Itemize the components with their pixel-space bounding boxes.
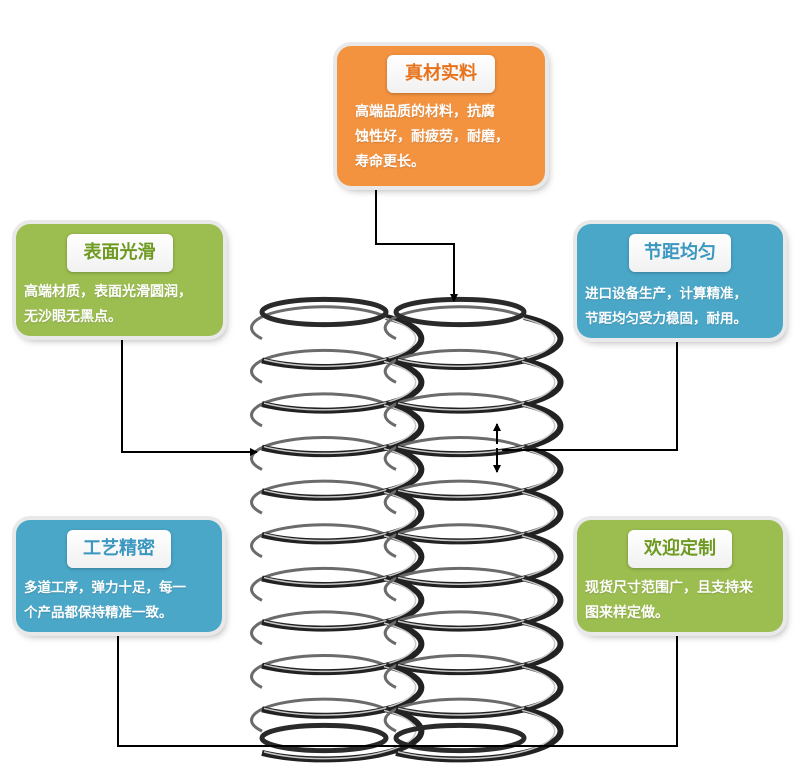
spring-coil-back <box>383 305 525 341</box>
feature-card-custom: 欢迎定制 现货尺寸范围广，且支持来 图来样定做。 <box>577 520 783 632</box>
connector-right1 <box>502 339 678 451</box>
spring-coil-back <box>250 697 387 733</box>
spring-coil-back <box>383 392 525 428</box>
spring-coil-back <box>383 566 525 602</box>
spring-coil-highlight <box>263 404 417 455</box>
card-title-craft: 工艺精密 <box>67 530 171 568</box>
feature-card-pitch: 节距均匀 进口设备生产，计算精准， 节距均匀受力稳固，耐用。 <box>577 224 783 338</box>
card-text-surface: 高端材质，表面光滑圆润， 无沙眼无黑点。 <box>24 280 220 330</box>
spring-coil-highlight <box>397 535 556 585</box>
card-text-line: 寿命更长。 <box>355 154 425 170</box>
spring-coil-back <box>250 479 387 515</box>
spring-end-ring <box>393 722 527 754</box>
card-text-line: 高端材质，表面光滑圆润， <box>24 284 192 300</box>
spring-coil-back <box>383 654 525 689</box>
spring-coil-highlight <box>397 709 556 760</box>
spring-coil-highlight <box>397 578 556 629</box>
spring-coil-back <box>250 348 387 384</box>
card-title-custom: 欢迎定制 <box>628 530 732 568</box>
card-text-line: 节距均匀受力稳固，耐用。 <box>585 311 747 327</box>
card-text-pitch: 进口设备生产，计算精准， 节距均匀受力稳固，耐用。 <box>585 282 781 332</box>
spring-coil-back <box>383 348 525 384</box>
spring-coil-back <box>250 610 387 646</box>
spring-coil-highlight <box>263 578 417 629</box>
spring-coil-back <box>250 392 387 428</box>
feature-card-surface: 表面光滑 高端材质，表面光滑圆润， 无沙眼无黑点。 <box>16 224 223 336</box>
connector-left1 <box>121 337 258 456</box>
spring-coil-back <box>250 436 387 471</box>
spring-coil-highlight <box>263 709 417 760</box>
spring-coil-highlight <box>397 665 556 716</box>
spring-coil-highlight <box>397 447 556 498</box>
card-text-craft: 多道工序，弹力十足，每一 个产品都保持精准一致。 <box>24 576 220 626</box>
feature-card-material: 真材实料 高端品质的材料，抗腐 蚀性好，耐疲劳，耐磨， 寿命更长。 <box>337 46 545 186</box>
spring-coil-back <box>250 305 387 341</box>
spring-coil-highlight <box>263 665 417 716</box>
spring-coil-highlight <box>397 317 556 367</box>
card-text-line: 高端品质的材料，抗腐 <box>355 104 495 120</box>
spring-coil-back <box>383 610 525 646</box>
spring-coil-back <box>383 479 525 515</box>
spring-coil-highlight <box>263 317 417 367</box>
card-title-material: 真材实料 <box>387 55 495 93</box>
card-text-line: 进口设备生产，计算精准， <box>585 286 747 302</box>
spring-coil-highlight <box>397 404 556 455</box>
spring-end-ring <box>259 722 389 754</box>
spring-end-ring <box>393 296 527 328</box>
card-title-surface: 表面光滑 <box>66 234 173 272</box>
spring-coil-back <box>383 436 525 471</box>
spring-coil-highlight <box>263 360 417 411</box>
card-text-custom: 现货尺寸范围广，且支持来 图来样定做。 <box>585 576 781 626</box>
card-text-line: 蚀性好，耐疲劳，耐磨， <box>355 129 509 145</box>
spring-end-ring <box>259 296 389 328</box>
spring-coil-highlight <box>263 447 417 498</box>
spring-coil-highlight <box>397 491 556 542</box>
card-text-line: 图来样定做。 <box>585 605 669 621</box>
spring-coil-back <box>250 523 387 559</box>
spring-coil-highlight <box>397 622 556 673</box>
spring-coil-back <box>250 566 387 602</box>
card-text-line: 无沙眼无黑点。 <box>24 309 122 325</box>
spring-right <box>383 296 564 763</box>
spring-coil-highlight <box>263 622 417 673</box>
spring-coil-highlight <box>397 360 556 411</box>
card-text-material: 高端品质的材料，抗腐 蚀性好，耐疲劳，耐磨， 寿命更长。 <box>355 100 535 175</box>
spring-coil-highlight <box>263 491 417 542</box>
connector-lines <box>117 187 678 747</box>
spring-left <box>250 296 425 763</box>
spring-coil-back <box>383 523 525 559</box>
connector-bottom <box>117 633 678 747</box>
connector-top <box>375 187 458 302</box>
spring-coil-back <box>383 697 525 733</box>
feature-card-craft: 工艺精密 多道工序，弹力十足，每一 个产品都保持精准一致。 <box>16 520 222 632</box>
card-text-line: 多道工序，弹力十足，每一 <box>24 580 186 596</box>
spring-coil-highlight <box>263 535 417 585</box>
card-text-line: 个产品都保持精准一致。 <box>24 605 173 621</box>
spring-coil-back <box>250 654 387 689</box>
card-title-pitch: 节距均匀 <box>629 234 731 272</box>
card-text-line: 现货尺寸范围广，且支持来 <box>585 580 753 596</box>
